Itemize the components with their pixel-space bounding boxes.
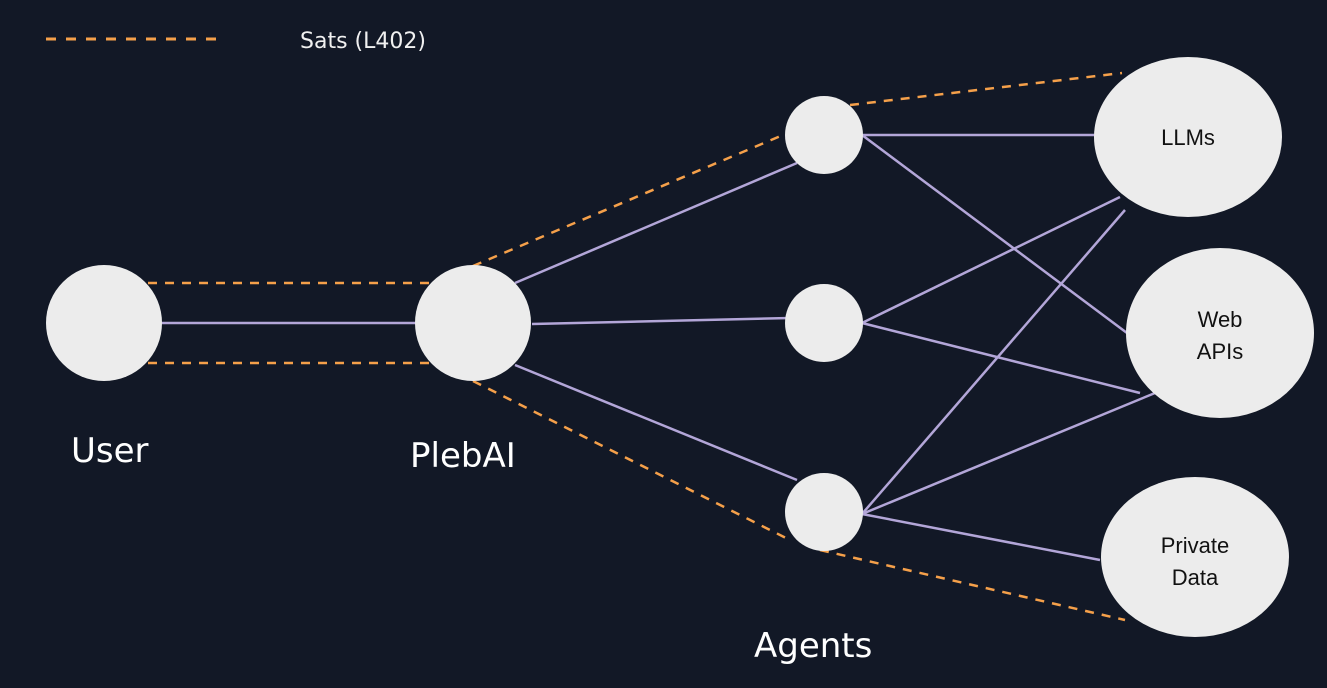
sats-payment-line — [849, 71, 1123, 107]
user-label: User — [71, 431, 149, 471]
agent-node — [785, 284, 863, 362]
connection-line — [861, 209, 1126, 515]
connection-line — [861, 391, 1156, 516]
private-data-label-line1: Private — [1161, 533, 1229, 558]
agents-label: Agents — [754, 626, 872, 666]
connection-line — [861, 512, 1101, 562]
nodes — [46, 57, 1314, 637]
plebai-node — [415, 265, 531, 381]
connection-line — [514, 161, 798, 285]
user-node — [46, 265, 162, 381]
agent-node — [785, 473, 863, 551]
connection-line — [861, 195, 1121, 325]
web-apis-node — [1126, 248, 1314, 418]
connection-line — [861, 133, 1128, 335]
llms-node — [1094, 57, 1282, 217]
sats-lines — [148, 71, 1126, 622]
connection-line — [514, 363, 798, 482]
private-data-label-line2: Data — [1172, 565, 1219, 590]
connection-line — [531, 316, 791, 326]
sats-payment-line — [472, 379, 791, 542]
connection-lines — [160, 133, 1156, 562]
connection-line — [861, 321, 1141, 395]
private-data-node — [1101, 477, 1289, 637]
web-apis-label-line1: Web — [1198, 307, 1243, 332]
sats-payment-line — [819, 548, 1126, 622]
llms-label: LLMs — [1161, 125, 1215, 150]
sats-payment-line — [472, 130, 791, 268]
agent-node — [785, 96, 863, 174]
web-apis-label-line2: APIs — [1197, 339, 1243, 364]
plebai-label: PlebAI — [410, 436, 516, 476]
legend-label: Sats (L402) — [300, 29, 426, 54]
